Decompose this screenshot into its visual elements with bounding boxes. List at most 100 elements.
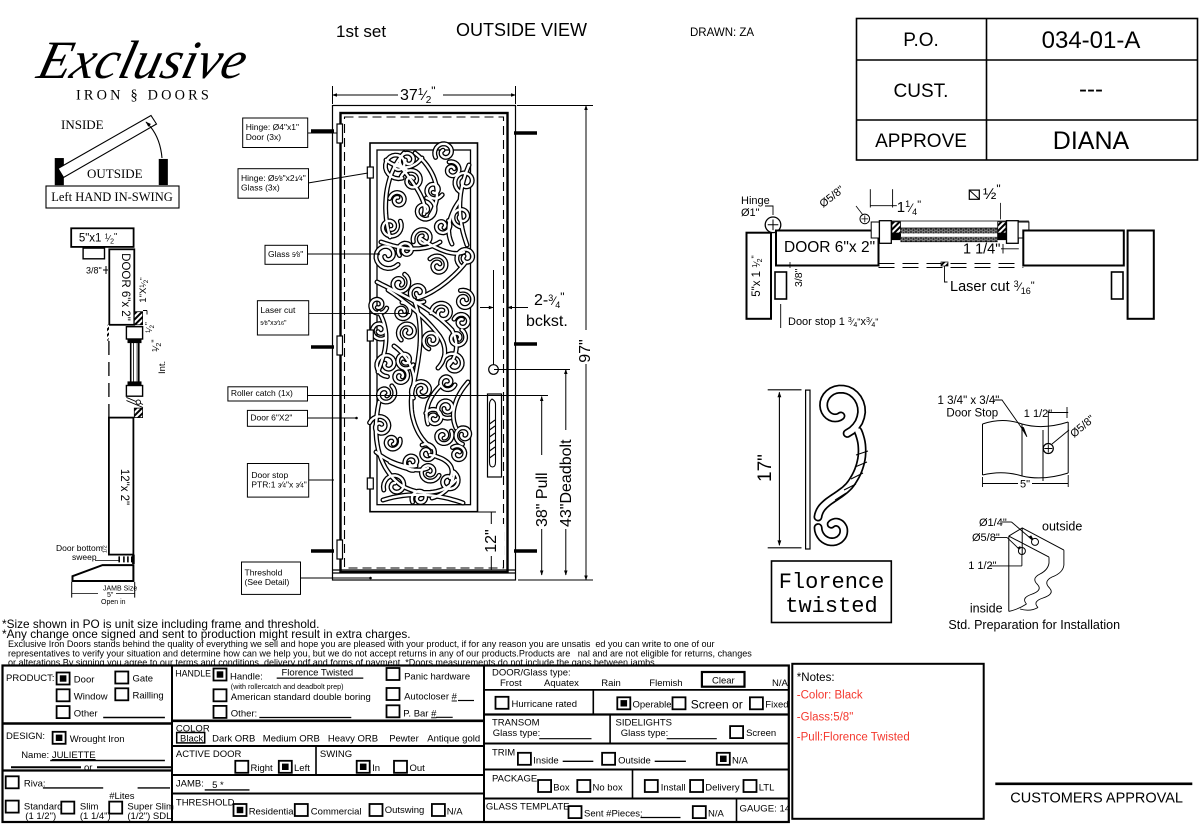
svg-text:1 1/2": 1 1/2": [1024, 408, 1052, 420]
svg-text:17": 17": [755, 454, 776, 482]
svg-text:Box: Box: [553, 782, 570, 793]
svg-text:1 1/4": 1 1/4": [963, 242, 1000, 258]
svg-text:N/A: N/A: [772, 678, 789, 689]
svg-text:Gate: Gate: [133, 674, 154, 685]
svg-text:DOOR 6"x 2": DOOR 6"x 2": [784, 239, 875, 256]
svg-text:APPROVE: APPROVE: [875, 131, 967, 152]
svg-text:5": 5": [1020, 479, 1030, 491]
svg-text:*Notes:: *Notes:: [797, 672, 835, 684]
svg-text:Glass type:: Glass type:: [621, 728, 669, 739]
svg-text:N/A: N/A: [732, 756, 749, 767]
svg-text:Std. Preparation for Installat: Std. Preparation for Installation: [948, 618, 1120, 632]
svg-text:Ø5/8": Ø5/8": [972, 532, 1000, 544]
svg-text:PACKAGE: PACKAGE: [492, 773, 537, 784]
svg-text:SIDELIGHTS: SIDELIGHTS: [616, 717, 673, 728]
svg-text:12": 12": [483, 529, 500, 552]
svg-text:Outside: Outside: [618, 756, 651, 767]
svg-text:Ø1": Ø1": [741, 207, 760, 219]
svg-text:1 1/2": 1 1/2": [968, 560, 996, 572]
svg-text:TRIM: TRIM: [492, 748, 515, 759]
svg-text:Glass type:: Glass type:: [493, 728, 541, 739]
svg-text:Hinge: Ø4"x1": Hinge: Ø4"x1": [246, 122, 299, 132]
svg-text:Florence: Florence: [779, 570, 885, 595]
svg-text:N/A: N/A: [708, 808, 725, 819]
svg-text:N/A: N/A: [447, 807, 464, 818]
svg-text:38" Pull: 38" Pull: [534, 472, 551, 527]
svg-text:Hinge: Ø5⁄8"x21⁄4": Hinge: Ø5⁄8"x21⁄4": [241, 173, 306, 183]
svg-text:DIANA: DIANA: [1053, 127, 1130, 155]
svg-text:3/8": 3/8": [86, 266, 102, 276]
svg-text:Frost: Frost: [500, 678, 522, 689]
svg-text:3/8": 3/8": [793, 268, 805, 287]
svg-text:Fixed: Fixed: [765, 700, 788, 711]
svg-text:(See Detail): (See Detail): [245, 577, 290, 587]
svg-text:---: ---: [1079, 76, 1103, 103]
svg-text:Door: Door: [74, 675, 95, 686]
svg-text:Medium ORB: Medium ORB: [263, 733, 320, 744]
svg-text:Roller catch (1x): Roller catch (1x): [231, 388, 293, 398]
svg-text:OUTSIDE: OUTSIDE: [87, 166, 143, 181]
svg-text:Window: Window: [74, 692, 108, 703]
svg-text:CUSTOMERS APPROVAL: CUSTOMERS APPROVAL: [1010, 791, 1183, 807]
svg-text:Sent #Pieces:: Sent #Pieces:: [584, 808, 643, 819]
svg-text:Dark ORB: Dark ORB: [212, 733, 255, 744]
svg-text:-Glass:5/8": -Glass:5/8": [797, 712, 854, 724]
svg-text:Glass 5⁄8": Glass 5⁄8": [268, 249, 303, 259]
svg-text:*Size shown in PO is unit size: *Size shown in PO is unit size including…: [2, 617, 319, 631]
svg-text:GAUGE: 14: GAUGE: 14: [740, 804, 791, 815]
svg-text:or alterations.By signing you: or alterations.By signing you agree to o…: [8, 658, 657, 668]
svg-text:GLASS TEMPLATE: GLASS TEMPLATE: [486, 801, 570, 812]
svg-text:Pewter: Pewter: [389, 733, 419, 744]
svg-text:Flemish: Flemish: [649, 678, 682, 689]
svg-text:Int.: Int.: [157, 361, 168, 374]
svg-text:Threshold: Threshold: [245, 568, 283, 578]
svg-text:Antique gold: Antique gold: [427, 733, 480, 744]
svg-text:43"Deadbolt: 43"Deadbolt: [558, 439, 575, 527]
svg-text:Rain: Rain: [601, 678, 621, 689]
svg-text:Residential: Residential: [249, 807, 296, 818]
svg-text:1/2: 1/2: [103, 545, 109, 553]
svg-text:outside: outside: [1042, 520, 1082, 534]
svg-text:1⁄2": 1⁄2": [144, 322, 156, 333]
svg-text:Other:: Other:: [231, 709, 257, 720]
svg-text:034-01-A: 034-01-A: [1042, 27, 1141, 54]
svg-text:Delivery: Delivery: [705, 782, 740, 793]
svg-text:ACTIVE DOOR: ACTIVE DOOR: [176, 749, 242, 760]
svg-text:5⁄8"x3⁄16": 5⁄8"x3⁄16": [260, 320, 287, 327]
svg-text:No box: No box: [593, 782, 623, 793]
svg-text:Slim: Slim: [80, 802, 99, 813]
svg-text:Laser cut: Laser cut: [260, 305, 296, 315]
svg-text:5": 5": [107, 592, 114, 599]
svg-text:CUST.: CUST.: [894, 81, 949, 102]
svg-text:JAMB:: JAMB:: [176, 779, 204, 790]
svg-text:#Lites: #Lites: [109, 791, 135, 802]
svg-text:COLOR: COLOR: [176, 724, 210, 735]
svg-text:-Color: Black: -Color: Black: [797, 690, 863, 702]
svg-text:(with rollercatch and deadbolt: (with rollercatch and deadbolt prep): [231, 682, 344, 691]
svg-text:P.O.: P.O.: [903, 30, 939, 51]
svg-text:HANDLE: HANDLE: [175, 669, 211, 679]
svg-text:inside: inside: [970, 602, 1003, 616]
svg-text:P. Bar #: P. Bar #: [403, 708, 437, 719]
svg-text:or: or: [84, 763, 92, 774]
svg-text:Florence Twisted: Florence Twisted: [282, 668, 354, 679]
svg-text:Name: JULIETTE: Name: JULIETTE: [21, 750, 95, 761]
svg-text:Ø1/4": Ø1/4": [979, 517, 1007, 529]
svg-text:Inside: Inside: [533, 756, 558, 767]
svg-text:Heavy ORB: Heavy ORB: [328, 733, 378, 744]
svg-text:1"X1⁄2": 1"X1⁄2": [138, 277, 150, 303]
svg-text:Screen: Screen: [746, 728, 776, 739]
svg-text:PTR:1 3⁄4"x 3⁄4": PTR:1 3⁄4"x 3⁄4": [251, 479, 306, 489]
svg-text:OUTSIDE VIEW: OUTSIDE VIEW: [456, 20, 587, 40]
svg-text:12"x 2": 12"x 2": [118, 469, 130, 505]
svg-text:Open in: Open in: [101, 599, 126, 606]
svg-text:1 3/4" x 3/4": 1 3/4" x 3/4": [938, 395, 1000, 407]
svg-text:Glass (3x): Glass (3x): [241, 182, 280, 192]
svg-text:Aquatex: Aquatex: [544, 678, 579, 689]
svg-text:Railling: Railling: [133, 691, 164, 702]
svg-text:1st set: 1st set: [336, 22, 386, 41]
svg-text:½": ½": [983, 182, 1001, 203]
svg-text:In: In: [372, 763, 380, 774]
svg-text:Hinge: Hinge: [741, 195, 770, 207]
svg-text:5 *: 5 *: [212, 780, 224, 791]
